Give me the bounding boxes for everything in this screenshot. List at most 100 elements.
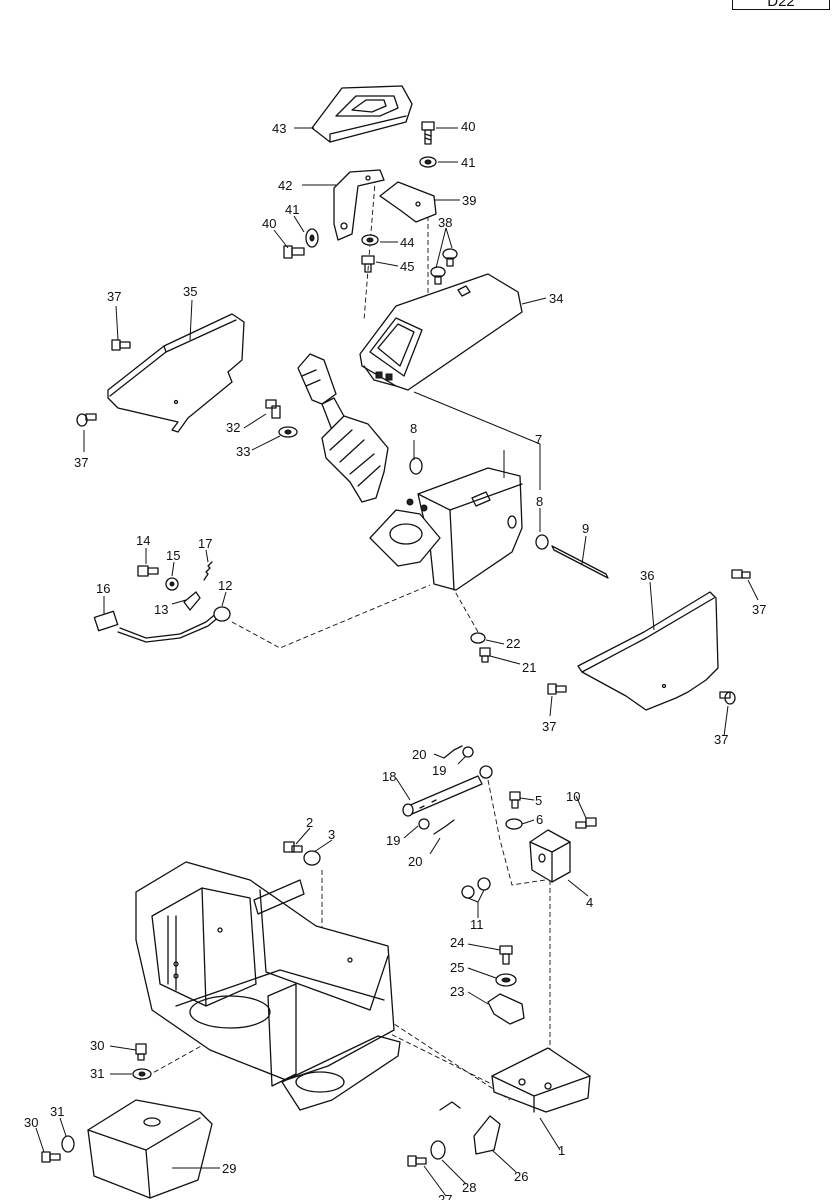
callout-41: 41 [461, 155, 475, 170]
callout-28: 28 [462, 1180, 476, 1195]
callout-33: 33 [236, 444, 250, 459]
callout-36: 36 [640, 568, 654, 583]
callout-30: 30 [90, 1038, 104, 1053]
callout-27: 27 [438, 1192, 452, 1200]
callout-3: 3 [328, 827, 335, 842]
part-top-cover [311, 85, 413, 143]
part-console-box-7 [369, 467, 523, 591]
callout-32: 32 [226, 420, 240, 435]
bolt-40-top [421, 121, 435, 145]
part-side-cover-35 [107, 313, 245, 433]
part-bracket-39 [379, 181, 437, 223]
part-gas-spring-18 [402, 765, 493, 817]
page-code-box: D22 [732, 0, 830, 10]
callout-37: 37 [714, 732, 728, 747]
washer-31-lower [61, 1135, 75, 1153]
callout-38: 38 [438, 215, 452, 230]
callout-30: 30 [24, 1115, 38, 1130]
part-console-cover-34 [359, 273, 523, 391]
part-bracket-1 [491, 1047, 591, 1113]
nut-15 [165, 577, 179, 591]
part-cover-29 [87, 1099, 213, 1199]
callout-7: 7 [535, 432, 542, 447]
pin-9 [551, 545, 609, 579]
callout-1: 1 [558, 1143, 565, 1158]
callout-34: 34 [549, 291, 563, 306]
callout-23: 23 [450, 984, 464, 999]
callout-6: 6 [536, 812, 543, 827]
clips-38 [430, 248, 458, 285]
callout-10: 10 [566, 789, 580, 804]
callout-2: 2 [306, 815, 313, 830]
callout-26: 26 [514, 1169, 528, 1184]
part-bracket-26 [439, 1101, 501, 1155]
callout-13: 13 [154, 602, 168, 617]
part-bracket-23 [487, 993, 525, 1025]
bushing-8 [409, 457, 549, 550]
bolt-32 [265, 399, 281, 419]
callout-11: 11 [470, 917, 484, 932]
callout-45: 45 [400, 259, 414, 274]
callout-17: 17 [198, 536, 212, 551]
callout-25: 25 [450, 960, 464, 975]
bushing-16 [93, 610, 119, 632]
callout-39: 39 [462, 193, 476, 208]
bolt-2 [283, 841, 303, 853]
spring-17 [203, 561, 213, 581]
washer-6 [505, 818, 523, 830]
bolt-14 [137, 565, 159, 577]
callout-labels: 43 40 41 42 39 41 40 44 38 45 34 37 35 3… [24, 119, 766, 1200]
bolt-30-upper [135, 1043, 147, 1061]
bolt-21 [479, 647, 491, 663]
part-joystick-lever [297, 353, 389, 503]
bolt-45 [361, 255, 375, 273]
callout-18: 18 [382, 769, 396, 784]
nuts-11 [461, 877, 491, 899]
callout-42: 42 [278, 178, 292, 193]
callout-9: 9 [582, 521, 589, 536]
washer-25 [495, 973, 517, 987]
callout-4: 4 [586, 895, 593, 910]
callout-20: 20 [412, 747, 426, 762]
callout-44: 44 [400, 235, 414, 250]
callout-31: 31 [90, 1066, 104, 1081]
callout-29: 29 [222, 1161, 236, 1176]
screws-37-right [547, 569, 751, 705]
bolt-24 [499, 945, 513, 965]
bolt-40-left [283, 245, 305, 259]
callout-20: 20 [408, 854, 422, 869]
part-bracket-4 [529, 829, 571, 883]
callout-15: 15 [166, 548, 180, 563]
washer-28 [430, 1140, 446, 1160]
bolt-30-lower [41, 1151, 61, 1163]
part-bracket-42 [333, 169, 385, 241]
callout-12: 12 [218, 578, 232, 593]
linkage-rod-12 [117, 606, 231, 643]
callout-5: 5 [535, 793, 542, 808]
screws-37-left [76, 339, 131, 427]
callout-31: 31 [50, 1104, 64, 1119]
callout-16: 16 [96, 581, 110, 596]
clips-19-20 [418, 745, 474, 835]
callout-41: 41 [285, 202, 299, 217]
washer-33 [278, 426, 298, 438]
callout-35: 35 [183, 284, 197, 299]
washer-44 [361, 234, 379, 246]
part-frame [135, 861, 401, 1111]
washer-22 [470, 632, 486, 644]
callout-22: 22 [506, 636, 520, 651]
lever-13 [183, 591, 201, 611]
washer-31-upper [132, 1068, 152, 1080]
callout-14: 14 [136, 533, 150, 548]
callout-24: 24 [450, 935, 464, 950]
washer-41-left [305, 228, 319, 248]
washer-3 [303, 850, 321, 866]
callout-43: 43 [272, 121, 286, 136]
callout-8: 8 [410, 421, 417, 436]
bolt-27 [407, 1155, 427, 1167]
callout-19: 19 [386, 833, 400, 848]
part-side-cover-36 [577, 591, 719, 711]
callout-8: 8 [536, 494, 543, 509]
callout-37: 37 [752, 602, 766, 617]
